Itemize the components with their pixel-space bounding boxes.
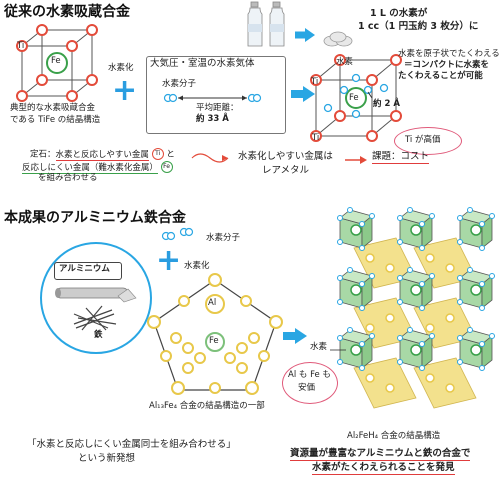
arrow-right-icon bbox=[295, 28, 315, 42]
al13fe4-caption: Al₁₃Fe₄ 合金の結晶構造の一部 bbox=[149, 401, 265, 411]
aluminum-label-box bbox=[54, 262, 122, 280]
al2feh4-structure-icon bbox=[336, 206, 496, 409]
ti-atom-label: Ti bbox=[17, 41, 25, 51]
aluminum-foil-icon bbox=[55, 287, 137, 303]
hydrogen-label: 水素 bbox=[336, 57, 354, 67]
aluminum-label: アルミニウム bbox=[59, 264, 110, 274]
definition-and: と bbox=[166, 149, 175, 160]
result-line1: 資源量が豊富なアルミニウムと鉄の合金で bbox=[290, 448, 471, 461]
ti-expensive-bubble bbox=[394, 127, 462, 155]
al-atom-label: Al bbox=[208, 298, 217, 308]
ti-atom-label: Ti bbox=[312, 133, 320, 143]
avg-distance-label: 平均距離： bbox=[196, 103, 239, 113]
al2feh4-caption: Al₂FeH₄ 合金の結晶構造 bbox=[347, 431, 441, 441]
bottle-note-2: 1 cc（1 円玉約 3 枚分）に bbox=[358, 21, 479, 32]
gas-box-title: 大気圧・室温の水素気体 bbox=[150, 58, 255, 69]
idea-line2: という新発想 bbox=[78, 453, 136, 464]
avg-distance-value: 約 33 Å bbox=[196, 114, 229, 124]
compact-note-3: たくわえることが可能 bbox=[398, 71, 483, 81]
non-reactive-metal-text: 反応しにくい金属（難水素化金属） bbox=[22, 162, 158, 174]
hydride-label: 水素化 bbox=[184, 261, 210, 271]
cheap-note-2: 安価 bbox=[298, 383, 316, 393]
hydrogen-label: 水素 bbox=[310, 342, 328, 352]
compact-note-1: 水素を原子状でたくわえる bbox=[398, 49, 500, 59]
arrow-right-icon bbox=[345, 156, 367, 164]
tife-caption-2: である TiFe の結晶構造 bbox=[10, 115, 101, 125]
h2-molecule-label: 水素分子 bbox=[206, 233, 241, 243]
tife-crystal-icon bbox=[16, 24, 98, 102]
iron-wire-icon bbox=[73, 305, 117, 331]
section2-title: 本成果のアルミニウム鉄合金 bbox=[4, 210, 186, 226]
definition-line1: 定石：水素と反応しやすい金属 Ti と bbox=[30, 148, 175, 161]
rare-metal-line2: レアメタル bbox=[262, 165, 310, 176]
coin-icon bbox=[323, 31, 353, 47]
iron-label: 鉄 bbox=[94, 330, 103, 340]
plus-icon: + bbox=[112, 73, 138, 108]
plus-icon: + bbox=[156, 243, 182, 278]
arrow-right-icon bbox=[191, 153, 229, 163]
h2-molecule-icon bbox=[161, 227, 194, 241]
result-line2: 水素がたくわえられることを発見 bbox=[312, 462, 455, 475]
fe-atom-label: Fe bbox=[209, 336, 219, 346]
arrow-right-icon bbox=[291, 86, 315, 102]
al13fe4-structure-icon bbox=[147, 273, 283, 395]
fe-atom-label: Fe bbox=[349, 93, 359, 103]
hydride-label: 水素化 bbox=[108, 63, 134, 73]
cheap-note-bubble bbox=[282, 362, 338, 404]
hydrogen-pointer-line bbox=[330, 349, 346, 351]
compact-note-2: ＝コンパクトに水素を bbox=[404, 60, 490, 70]
issue-label: 課題：コスト bbox=[372, 151, 430, 164]
h2-distance-icon bbox=[163, 93, 262, 103]
arrow-right-icon bbox=[283, 328, 307, 344]
rare-metal-line1: 水素化しやすい金属は bbox=[238, 151, 333, 162]
reactive-metal-text: 水素と反応しやすい金属 bbox=[55, 149, 149, 161]
definition-line2: 反応しにくい金属（難水素化金属） Fe bbox=[22, 161, 173, 174]
cheap-note-1: Al も Fe も bbox=[288, 370, 331, 380]
approx-distance: 約 2 Å bbox=[373, 99, 400, 109]
tife-hydride-crystal-icon bbox=[310, 54, 402, 142]
ti-atom-label: Ti bbox=[311, 77, 319, 87]
bottle-note-1: 1 L の水素が bbox=[370, 8, 428, 19]
definition-prefix: 定石： bbox=[30, 149, 56, 160]
fe-mini-icon: Fe bbox=[160, 161, 173, 173]
tife-caption-1: 典型的な水素吸蔵合金 bbox=[10, 103, 96, 113]
water-bottle-icon bbox=[247, 1, 285, 47]
section1-title: 従来の水素吸蔵合金 bbox=[4, 4, 130, 20]
definition-line3: を組み合わせる bbox=[38, 173, 98, 183]
idea-line1: 「水素と反応しにくい金属同士を組み合わせる」 bbox=[27, 439, 236, 450]
h2-molecule-label: 水素分子 bbox=[162, 79, 197, 89]
ti-expensive-label: Ti が高価 bbox=[405, 135, 441, 145]
fe-atom-label: Fe bbox=[51, 56, 61, 66]
ti-mini-icon: Ti bbox=[151, 148, 164, 160]
